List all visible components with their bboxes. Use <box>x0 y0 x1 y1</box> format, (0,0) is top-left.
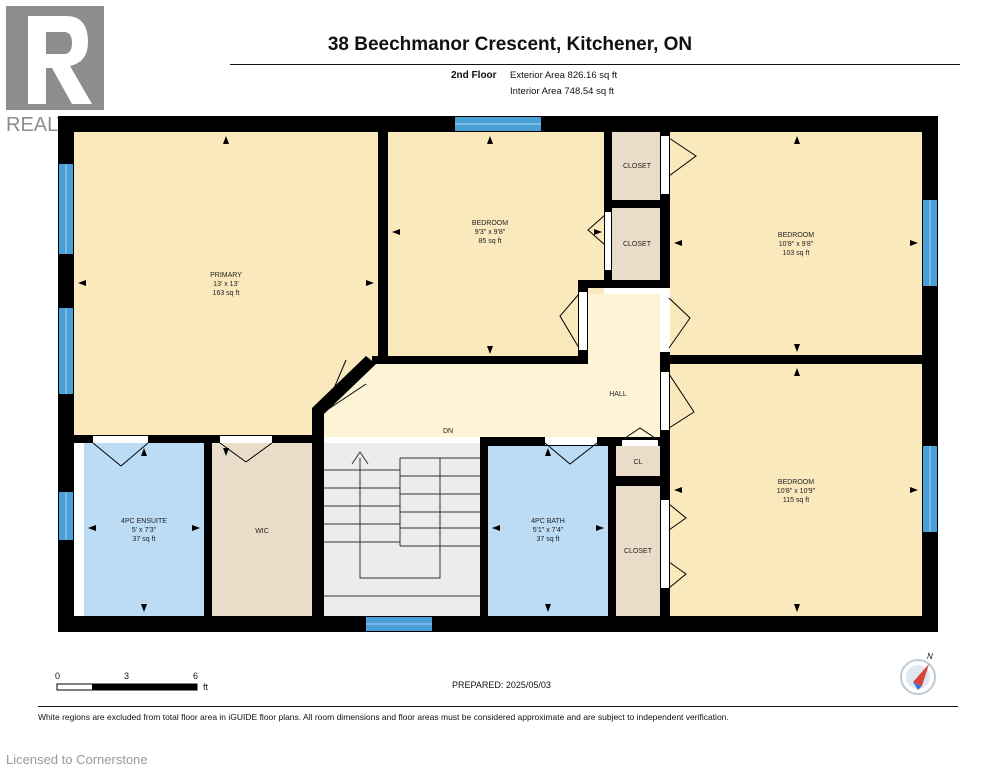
scale-tick-3: 3 <box>124 671 130 681</box>
hall-room <box>324 294 660 437</box>
staircase <box>324 451 480 597</box>
room-label-wic: WIC <box>255 528 269 535</box>
door-swings <box>92 137 697 589</box>
room-area: 37 sq ft <box>536 536 560 543</box>
stair-area <box>322 443 480 616</box>
room-label-bedroom-3: BEDROOM 10'8" x 10'9" 115 sq ft <box>756 478 836 505</box>
room-label-bedroom-2: BEDROOM 10'8" x 9'8" 103 sq ft <box>756 231 836 258</box>
interior-area: Interior Area 748.54 sq ft <box>510 86 615 97</box>
header-divider <box>230 64 960 65</box>
floor-name: 2nd Floor <box>451 70 497 81</box>
room-dims: 10'8" x 9'8" <box>778 241 814 248</box>
bedroom-room-3 <box>670 364 922 616</box>
disclaimer-text: White regions are excluded from total fl… <box>38 712 729 722</box>
exterior-area: Exterior Area 826.16 sq ft <box>510 70 618 81</box>
room-dims: 5' x 7'3" <box>131 527 157 534</box>
scale-tick-0: 0 <box>55 671 61 681</box>
room-label-bath: 4PC BATH 5'1" x 7'4" 37 sq ft <box>508 517 588 544</box>
room-dims: 10'8" x 10'9" <box>776 488 816 495</box>
compass-icon <box>900 659 936 695</box>
room-label-closet-3: CLOSET <box>623 548 652 555</box>
room-name: BEDROOM <box>471 220 509 227</box>
prepared-date: PREPARED: 2025/05/03 <box>452 680 551 690</box>
room-dims: 13' x 13' <box>213 281 239 288</box>
room-label-hall: HALL <box>609 391 627 398</box>
cl-room <box>616 446 660 476</box>
dimension-arrows <box>78 136 918 612</box>
room-name: BEDROOM <box>777 232 815 239</box>
room-area: 37 sq ft <box>132 536 156 543</box>
room-dims: 5'1" x 7'4" <box>532 527 564 534</box>
room-area: 115 sq ft <box>782 497 810 504</box>
room-name: BEDROOM <box>777 479 815 486</box>
room-name: 4PC ENSUITE <box>121 518 167 525</box>
scale-tick-6: 6 <box>193 671 199 681</box>
door-openings <box>93 136 669 588</box>
room-label-bedroom-1: BEDROOM 9'3" x 9'8" 85 sq ft <box>450 219 530 246</box>
primary-room <box>74 132 378 435</box>
bath-room <box>488 443 608 616</box>
room-name: 4PC BATH <box>531 518 565 525</box>
bedroom-room-2 <box>670 132 922 356</box>
room-label-closet-2: CLOSET <box>622 241 651 248</box>
footer-divider <box>38 706 958 707</box>
closet-room-1 <box>612 132 660 200</box>
room-area: 163 sq ft <box>212 290 240 297</box>
room-area: 85 sq ft <box>478 238 502 245</box>
window-glazing <box>65 123 931 625</box>
room-label-ensuite: 4PC ENSUITE 5' x 7'3" 37 sq ft <box>104 517 184 544</box>
compass-north-label: N <box>927 652 933 661</box>
closet-room-2 <box>612 208 660 280</box>
page-title: 38 Beechmanor Crescent, Kitchener, ON <box>327 34 693 55</box>
room-dims: 9'3" x 9'8" <box>474 229 506 236</box>
room-label-closet-1: CLOSET <box>622 163 651 170</box>
wic-room <box>212 443 312 616</box>
room-name: PRIMARY <box>210 272 242 279</box>
scale-bar <box>56 683 198 691</box>
room-label-cl: CL <box>633 459 643 466</box>
scale-unit: ft <box>203 682 209 692</box>
room-label-primary: PRIMARY 13' x 13' 163 sq ft <box>186 271 266 298</box>
licensed-text: Licensed to Cornerstone <box>6 752 148 767</box>
closet-room-3 <box>616 486 660 616</box>
ensuite-room <box>84 443 204 616</box>
room-area: 103 sq ft <box>782 250 810 257</box>
room-label-dn: DN <box>442 428 454 435</box>
bedroom-room-1 <box>388 132 604 356</box>
